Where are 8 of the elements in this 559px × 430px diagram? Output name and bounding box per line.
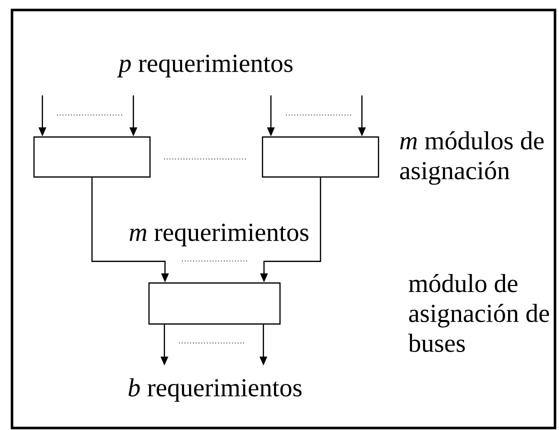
module-box xyxy=(262,136,380,178)
module-label: módulo de asignación de buses xyxy=(408,274,550,352)
module-label: m módulos de asignación xyxy=(400,131,544,185)
module-box xyxy=(33,136,151,178)
module-box xyxy=(148,282,281,325)
flow-label: m requerimientos xyxy=(130,224,308,246)
flow-label: p requerimientos xyxy=(117,54,292,78)
flow-label: b requerimientos xyxy=(128,378,302,402)
